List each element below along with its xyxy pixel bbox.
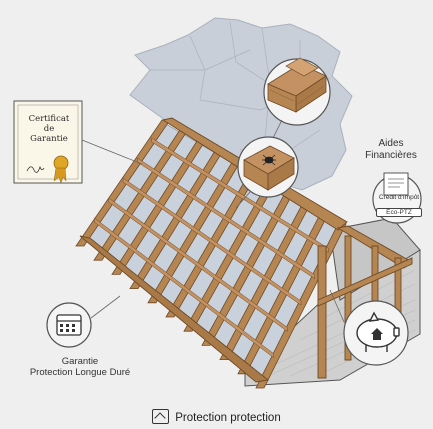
garantie-line-2: Protection Longue Duré <box>29 366 131 378</box>
batten <box>151 137 329 253</box>
batten <box>137 157 315 280</box>
batten <box>94 217 274 359</box>
eave-beam <box>79 235 270 383</box>
aides-line-2: Financières <box>365 149 417 161</box>
house-icon <box>371 328 383 340</box>
arrow-up-icon <box>152 409 170 424</box>
calendar-icon <box>56 314 82 336</box>
calendar-zoom <box>46 295 121 348</box>
eco-ptz-label: Éco-PTZ <box>376 208 422 217</box>
aides-label: Aides Financières <box>352 138 430 161</box>
battens <box>94 137 329 359</box>
certificate-line-2: de <box>43 124 55 135</box>
insect-treatment-zoom <box>235 136 299 209</box>
timber-joint-zoom <box>263 57 331 149</box>
piggy-bank-zoom <box>329 289 409 366</box>
insect-icon <box>262 154 276 166</box>
footer-caption: Protection protection <box>0 409 433 424</box>
aides-line-1: Aides <box>378 138 404 149</box>
garantie-line-1: Garantie <box>61 356 99 367</box>
batten <box>122 177 302 306</box>
batten <box>108 197 288 332</box>
certificate-line-3: Garantie <box>30 134 68 145</box>
certificate-card <box>13 100 143 184</box>
credit-impot-label: Crédit d'Impôt <box>378 194 420 201</box>
signature-icon <box>26 165 45 173</box>
rafters <box>75 119 347 389</box>
certificate-title: Certificat de Garantie <box>19 114 79 145</box>
footer-text: Protection protection <box>175 412 281 424</box>
document-icon <box>383 172 409 196</box>
garantie-label: Garantie Protection Longue Duré <box>10 356 150 379</box>
certificate-line-1: Certificat <box>28 114 70 124</box>
